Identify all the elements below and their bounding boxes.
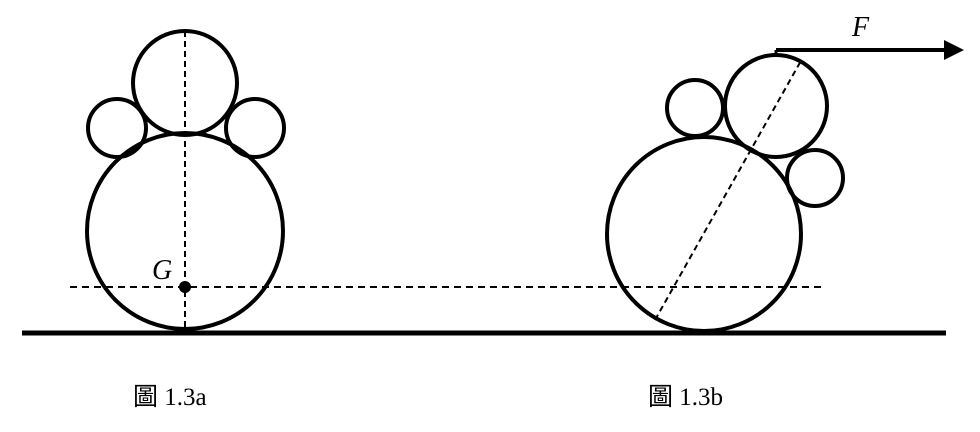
right-tilted-axis-line (654, 58, 803, 321)
right-lower-ear-circle (785, 148, 845, 208)
figure-1-3a-toy: G (85, 29, 286, 333)
left-right-ear-circle (224, 97, 286, 159)
center-of-gravity-label: G (152, 255, 172, 286)
center-of-gravity-point (179, 281, 191, 293)
force-label: F (851, 12, 870, 43)
force-arrowhead (944, 40, 964, 60)
right-upper-ear-circle (665, 78, 725, 138)
figure-1-3b-toy: F (605, 12, 964, 333)
caption-figure-1-3b: 圖 1.3b (648, 384, 724, 411)
left-left-ear-circle (86, 97, 148, 159)
caption-figure-1-3a: 圖 1.3a (133, 384, 207, 411)
right-body-circle (605, 135, 803, 333)
